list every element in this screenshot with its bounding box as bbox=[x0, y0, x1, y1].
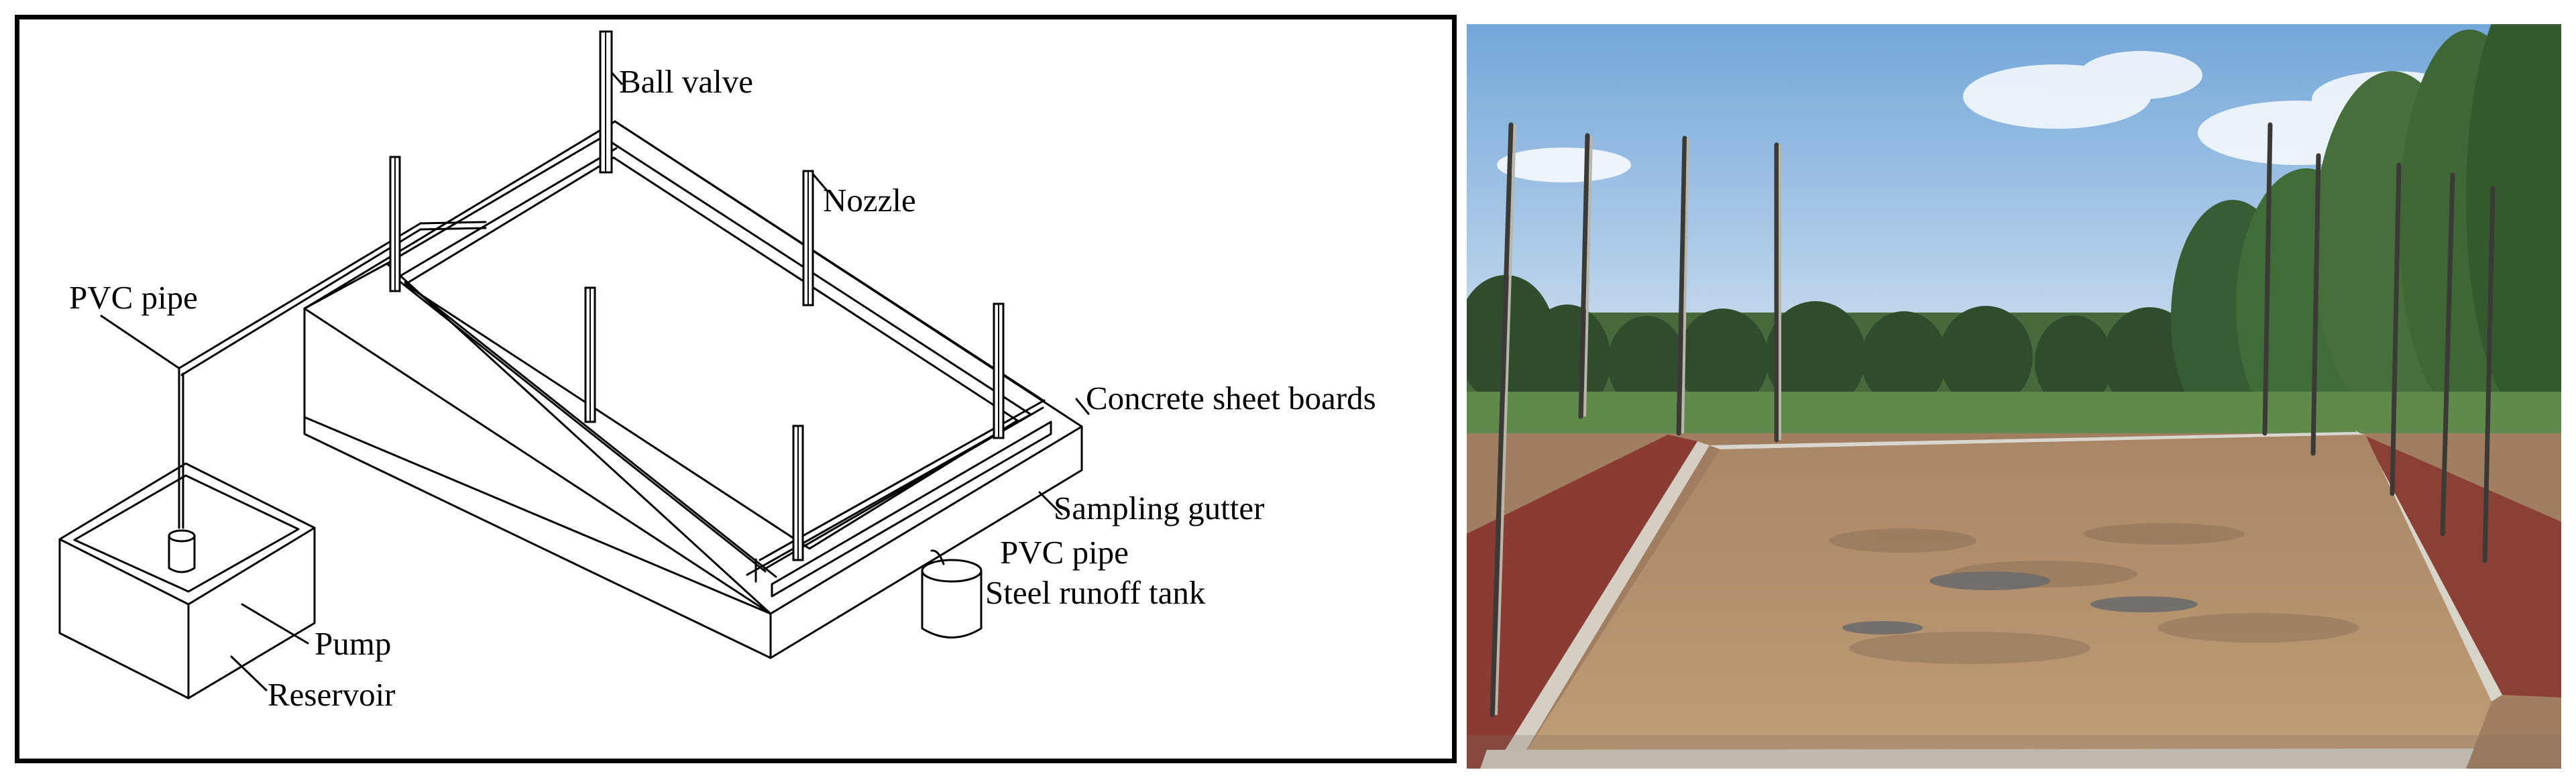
concrete-board-left-inner bbox=[397, 147, 618, 278]
schematic-diagram-panel: Ball valve Nozzle PVC pipe Concrete shee… bbox=[15, 15, 1457, 763]
tree-line bbox=[1467, 24, 2561, 443]
bottom-shadow bbox=[1467, 735, 2561, 769]
back-concrete-wall bbox=[1710, 432, 2365, 449]
runoff-tank-pipe bbox=[930, 549, 945, 565]
sampling-gutter-front bbox=[771, 421, 1052, 598]
label-pvc-pipe-left: PVC pipe bbox=[69, 279, 198, 316]
pvc-line-diagonal bbox=[178, 222, 422, 370]
left-brick-walkway bbox=[1467, 435, 1697, 769]
field-photo-panel bbox=[1467, 24, 2561, 769]
label-ball-valve: Ball valve bbox=[619, 63, 754, 100]
pvc-line-diagonal2 bbox=[180, 228, 422, 376]
reservoir-inner-top bbox=[73, 474, 300, 593]
left-concrete-edge bbox=[1494, 441, 1710, 769]
pump-body bbox=[168, 535, 196, 573]
field-photo bbox=[1467, 24, 2561, 769]
reservoir-right bbox=[187, 526, 316, 700]
runoff-tank-body bbox=[921, 569, 983, 638]
label-nozzle: Nozzle bbox=[823, 182, 916, 219]
pvc-line-top2 bbox=[419, 227, 487, 231]
leader-concrete bbox=[1075, 398, 1090, 415]
riser-poles bbox=[1490, 122, 2496, 718]
plot-slab-inner-slope bbox=[303, 262, 388, 310]
label-pvc-pipe-right: PVC pipe bbox=[1000, 534, 1129, 571]
leader-ball-valve bbox=[610, 70, 623, 85]
front-board-line-2 bbox=[404, 281, 777, 578]
plot-slab-base bbox=[303, 416, 1083, 659]
right-brick-walkway bbox=[2364, 435, 2561, 698]
label-reservoir: Reservoir bbox=[268, 676, 396, 713]
soil-wet-patches bbox=[1842, 571, 2198, 634]
riser-highlights bbox=[1495, 124, 1781, 716]
leader-sampling bbox=[1038, 491, 1063, 516]
pvc-line-top bbox=[419, 221, 487, 225]
front-edge-concrete bbox=[1480, 748, 2474, 769]
leader-pvc-left bbox=[100, 315, 180, 370]
schematic-drawing bbox=[58, 30, 1090, 700]
sampling-gutter-bottom bbox=[771, 421, 1052, 586]
runoff-tank-top bbox=[921, 559, 983, 583]
leader-nozzle bbox=[810, 171, 828, 192]
plot-soil bbox=[1515, 435, 2491, 769]
reservoir-left bbox=[58, 538, 190, 700]
plot-inner-field bbox=[404, 156, 1019, 550]
grass-field bbox=[1467, 392, 2561, 439]
label-steel-runoff-tank: Steel runoff tank bbox=[985, 574, 1206, 611]
leader-reservoir bbox=[230, 655, 268, 691]
concrete-board-back-inner bbox=[602, 135, 1032, 416]
label-sampling-gutter: Sampling gutter bbox=[1054, 490, 1265, 526]
concrete-board-left-outer bbox=[386, 135, 604, 265]
label-pump: Pump bbox=[315, 625, 392, 662]
leader-pump bbox=[241, 603, 309, 645]
reservoir-top bbox=[58, 462, 316, 606]
pump-top bbox=[168, 529, 196, 543]
label-concrete-sheet-boards: Concrete sheet boards bbox=[1086, 380, 1376, 416]
front-board-line-1 bbox=[394, 276, 767, 573]
plot-slab-bottom-left bbox=[303, 416, 772, 615]
concrete-board-back bbox=[614, 120, 1044, 401]
